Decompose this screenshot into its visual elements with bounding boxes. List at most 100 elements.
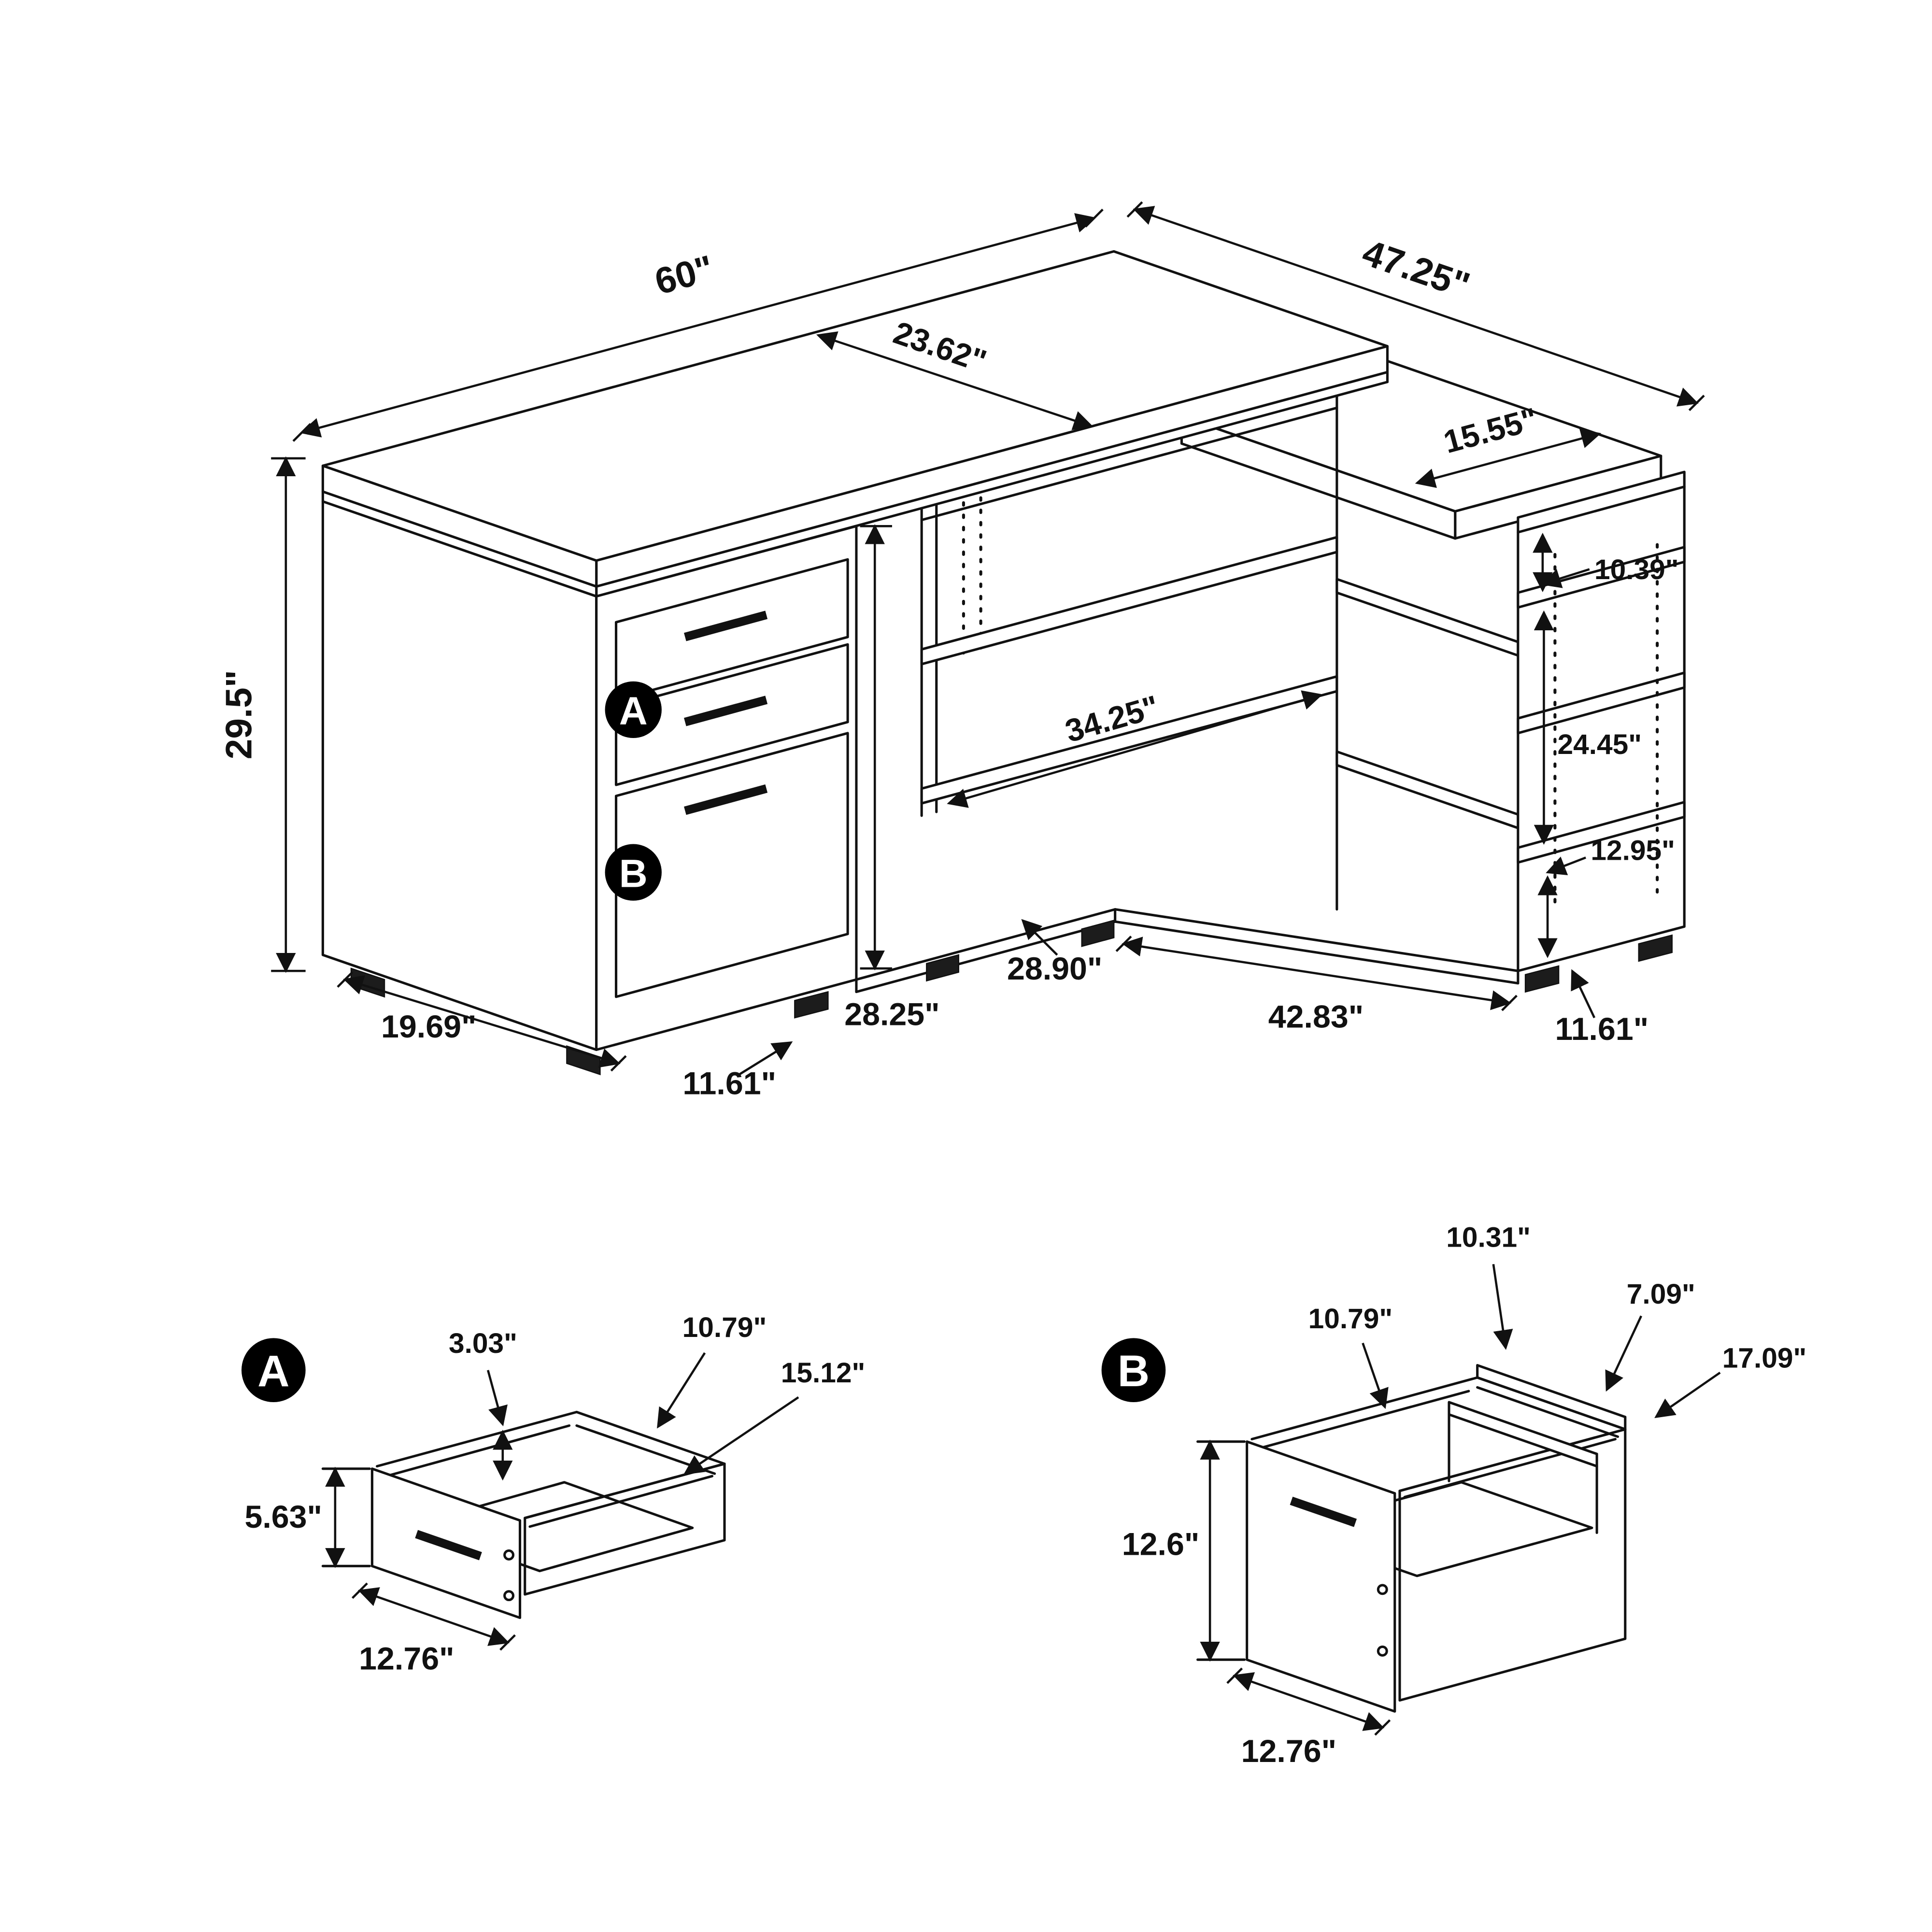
drawer-a-handle xyxy=(415,1530,482,1561)
screw-hole xyxy=(1377,1584,1388,1595)
drawer-handle-1 xyxy=(684,611,768,641)
dim-label-front-height-a: 5.63" xyxy=(244,1499,322,1535)
drawer-detail-b: B xyxy=(1101,1222,1807,1769)
drawer-a-labels: 3.03" 10.79" 15.12" 5.63" 12.76" xyxy=(244,1312,865,1677)
drawer-handle-2 xyxy=(684,696,768,726)
badge-b-circle xyxy=(605,844,662,901)
drawer-b-right-rim xyxy=(1398,1428,1627,1492)
shelf-unit-shelf-1 xyxy=(1517,546,1686,609)
detail-a-badge-circle xyxy=(242,1338,306,1403)
leader-10-31 xyxy=(1492,1264,1513,1350)
dim-label-top-length: 60" xyxy=(651,248,718,303)
dim-label-foot-left: 11.61" xyxy=(682,1065,776,1101)
dim-tick xyxy=(1688,395,1705,412)
drawer-b-drawing xyxy=(1246,1364,1627,1713)
dim-tick xyxy=(1084,209,1104,228)
shelf-unit-top-inner-edge xyxy=(1517,485,1686,534)
dim-label-height: 29.5" xyxy=(218,670,259,759)
dim-tick xyxy=(351,1582,368,1599)
dim-tick xyxy=(610,1055,627,1072)
screw-hole xyxy=(503,1549,515,1561)
pedestal-left-panel xyxy=(321,500,598,1051)
leader-3-03 xyxy=(486,1370,508,1426)
dim-label-inner-depth-a: 3.03" xyxy=(449,1328,517,1359)
dim-label-inner-length-b: 17.09" xyxy=(1722,1343,1807,1374)
dim-label-inner-length-a: 15.12" xyxy=(781,1357,866,1389)
cubby-back-top-rail-inner xyxy=(920,406,1338,522)
screw-hole xyxy=(1377,1645,1388,1657)
detail-b-badge-circle xyxy=(1101,1338,1166,1403)
badge-a-letter: A xyxy=(619,689,648,733)
drawer-b-labels: 10.31" 7.09" 10.79" 17.09" 12.6" 12.76" xyxy=(1122,1222,1807,1769)
dim-line-47-25 xyxy=(1133,206,1699,407)
leader-28-90 xyxy=(1021,919,1058,956)
base-rail-front-lower xyxy=(855,920,1117,994)
dim-label-front-width-a: 12.76" xyxy=(359,1641,454,1677)
leader-17-09 xyxy=(1654,1371,1721,1419)
cubby-middle-shelf xyxy=(920,536,1338,666)
dim-tick xyxy=(1501,994,1518,1011)
foot xyxy=(794,991,829,1019)
dim-label-front-width-b: 12.76" xyxy=(1241,1733,1336,1769)
dim-label-base-mid: 28.90" xyxy=(1007,951,1102,987)
drawer-a-right-side xyxy=(524,1463,726,1596)
dim-label-return-base: 42.83" xyxy=(1268,999,1364,1035)
dim-label-base-left-depth: 19.69" xyxy=(381,1009,476,1045)
main-desk-drawing: 60" 47.25" 23.62" 15.55" 29.5" 10.39" 24… xyxy=(218,201,1705,1101)
shelf-unit-shelf-3 xyxy=(1517,801,1686,864)
dim-label-shelf-bottom-gap: 12.95" xyxy=(1591,835,1675,867)
foot xyxy=(1081,919,1115,947)
dim-line-15-55 xyxy=(1415,428,1602,488)
dim-tick xyxy=(1115,936,1132,952)
detail-a-badge-letter: A xyxy=(257,1347,289,1396)
foot xyxy=(1638,934,1673,962)
drawer-b-handle xyxy=(1290,1496,1357,1527)
dim-label-inner-width-a: 10.79" xyxy=(682,1312,767,1343)
dim-label-inner-width-b: 10.79" xyxy=(1308,1303,1393,1335)
dim-line-60 xyxy=(300,213,1096,438)
main-badges: A B xyxy=(605,681,662,901)
dim-tick xyxy=(292,423,312,442)
foot xyxy=(926,954,959,982)
drawer-a-drawing xyxy=(370,1410,726,1619)
foot xyxy=(1524,965,1560,993)
leader-11-61-left xyxy=(739,1041,793,1076)
drawer-b-left-rim xyxy=(1250,1376,1479,1441)
leader-10-79-a xyxy=(657,1352,706,1429)
detail-b-badge-letter: B xyxy=(1118,1347,1150,1396)
dim-line-12-76-a xyxy=(357,1587,510,1646)
return-shelf xyxy=(1335,578,1520,657)
base-rail-front xyxy=(855,908,1117,981)
dim-tick xyxy=(337,971,354,988)
drawer-front-1 xyxy=(614,558,849,701)
dim-label-foot-right: 11.61" xyxy=(1555,1011,1648,1047)
drawer-b-front-panel xyxy=(1246,1440,1396,1713)
drawer-a-back-rim xyxy=(575,1410,726,1465)
leader-12-95 xyxy=(1546,856,1586,875)
dim-tick xyxy=(1126,201,1143,218)
drawer-b-dimensions xyxy=(1196,1264,1721,1736)
dim-line-12-76-b xyxy=(1233,1672,1385,1731)
dim-tick xyxy=(1374,1719,1391,1736)
leader-7-09 xyxy=(1605,1315,1643,1392)
dim-label-clearance-height: 28.25" xyxy=(844,996,939,1032)
drawer-detail-a: A 3.03" xyxy=(242,1312,865,1677)
drawer-pedestal xyxy=(321,500,858,1051)
drawer-b-back-rim-inner xyxy=(1476,1386,1619,1438)
dim-line-19-69 xyxy=(343,975,621,1068)
drawer-a-dimensions xyxy=(321,1352,799,1651)
shelf-unit-shelf-2 xyxy=(1517,671,1686,735)
drawer-b-left-rim-inner xyxy=(1255,1390,1470,1450)
drawer-handle-3 xyxy=(684,784,768,815)
dim-label-shelf-mid-span: 24.45" xyxy=(1557,729,1642,760)
main-dimension-lines xyxy=(271,201,1705,1076)
drawer-b-back-rim xyxy=(1476,1376,1627,1431)
leader-10-79-b xyxy=(1362,1342,1389,1409)
dim-line-34-25 xyxy=(947,690,1323,808)
badge-a-circle xyxy=(605,681,662,739)
dim-tick xyxy=(499,1634,516,1651)
drawer-b-right-side xyxy=(1398,1428,1627,1702)
dim-label-front-height-b: 12.6" xyxy=(1122,1526,1200,1562)
drawer-front-2 xyxy=(614,643,849,786)
